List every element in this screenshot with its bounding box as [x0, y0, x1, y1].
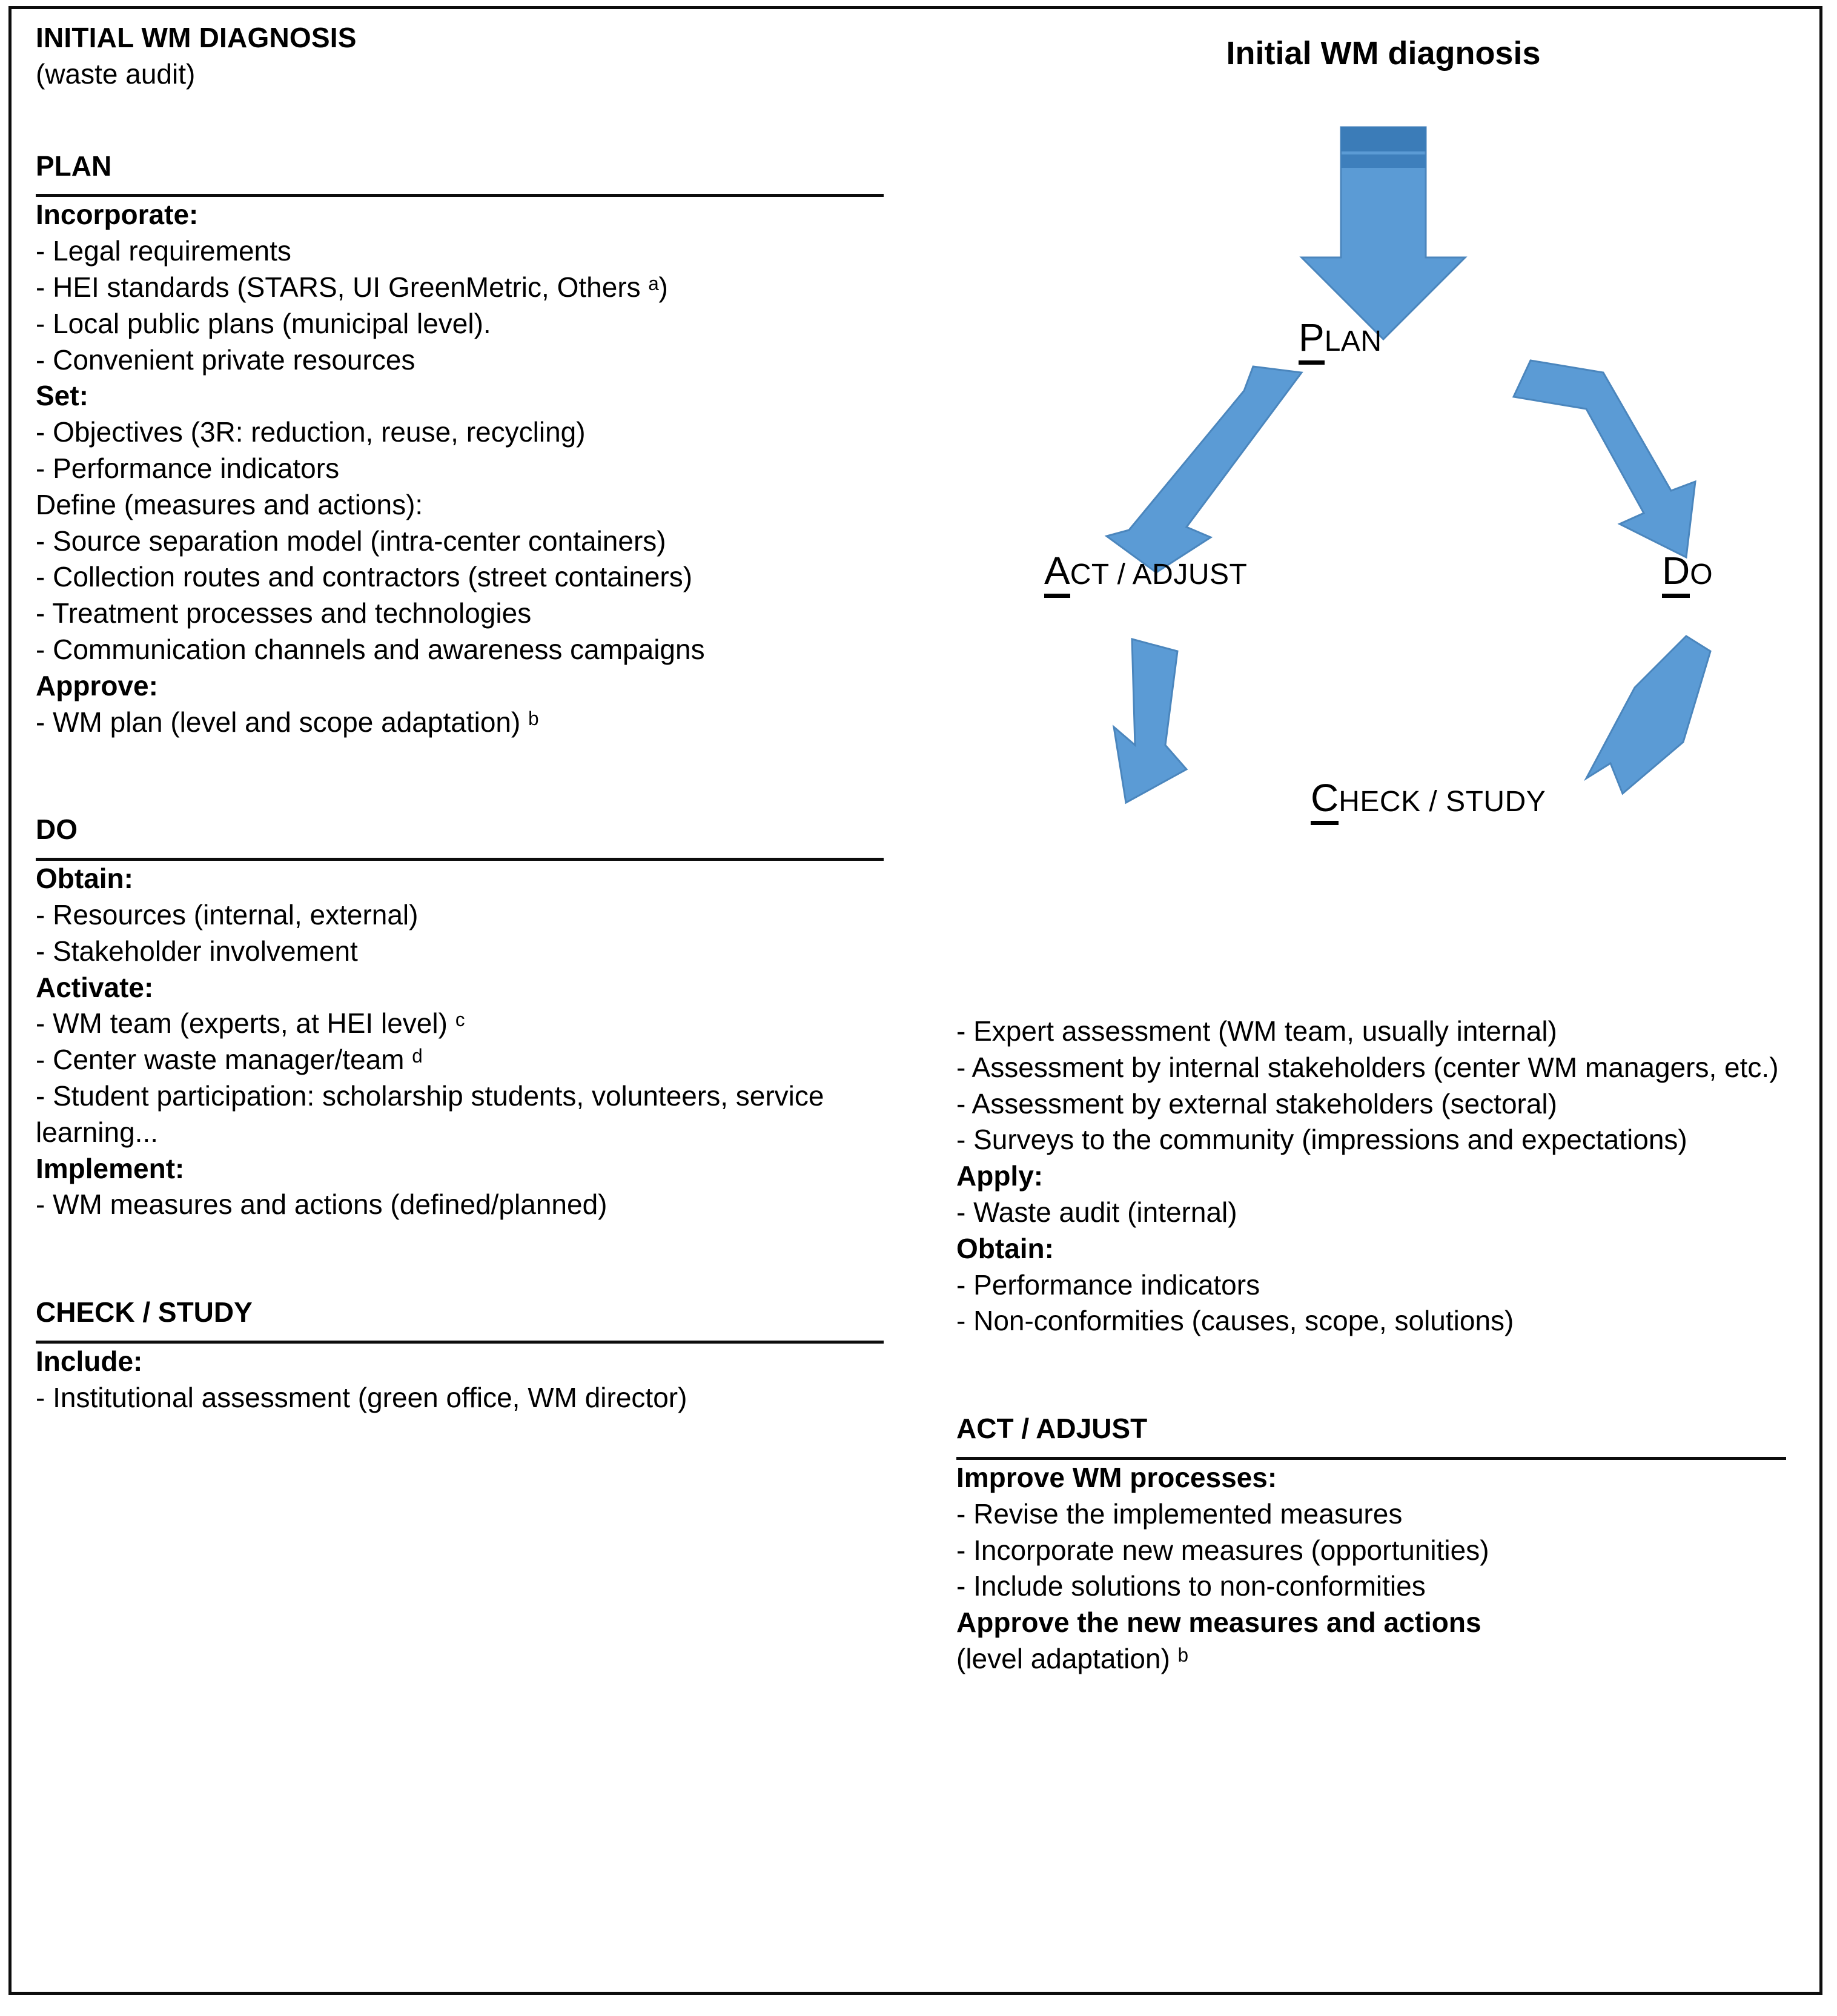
down-arrow-icon [1299, 126, 1468, 341]
group-label-define: Define (measures and actions): [36, 487, 884, 523]
list-item: - Expert assessment (WM team, usually in… [956, 1015, 1557, 1047]
group-label-activate: Activate: [36, 971, 154, 1003]
arrow-plan-to-do [1512, 359, 1696, 559]
cycle-node-plan: PLAN [1299, 315, 1382, 365]
list-item: - Assessment by internal stakeholders (c… [956, 1051, 1779, 1083]
cycle-node-act-cap: A [1044, 549, 1070, 598]
list-item: - Legal requirements [36, 235, 291, 267]
cycle-arrows [1104, 126, 1712, 804]
section-header-do: DO [36, 812, 884, 861]
list-item: - Collection routes and contractors (str… [36, 561, 693, 593]
list-item: - Communication channels and awareness c… [36, 633, 705, 665]
group-label-improve-wm: Improve WM processes: [956, 1461, 1277, 1493]
arrow-act-to-plan [1104, 365, 1303, 574]
cycle-title: Initial WM diagnosis [1226, 35, 1541, 71]
list-item: - Convenient private resources [36, 343, 415, 376]
left-column: INITIAL WM DIAGNOSIS (waste audit) PLAN … [12, 9, 920, 1992]
cycle-node-plan-rest: LAN [1324, 325, 1382, 357]
list-item: - Treatment processes and technologies [36, 597, 532, 629]
arrow-check-to-act [1112, 638, 1188, 804]
page-subtitle: (waste audit) [36, 58, 196, 90]
cycle-node-check-cap: C [1311, 776, 1339, 825]
group-label-define-bold: Define [36, 488, 116, 520]
list-item: - Source separation model (intra-center … [36, 525, 666, 557]
arrow-do-to-check [1584, 635, 1712, 795]
list-item: - Performance indicators [36, 452, 340, 484]
list-item: - Non-conformities (causes, scope, solut… [956, 1305, 1514, 1337]
section-header-check-study: CHECK / STUDY [36, 1295, 884, 1344]
group-label-approve: Approve: [36, 669, 158, 701]
list-item: - Include solutions to non-conformities [956, 1570, 1426, 1602]
list-item: - Resources (internal, external) [36, 898, 419, 930]
list-item: - Objectives (3R: reduction, reuse, recy… [36, 416, 586, 448]
list-item: - HEI standards (STARS, UI GreenMetric, … [36, 271, 668, 303]
group-label-define-suffix: (measures and actions): [116, 488, 423, 520]
list-item: - Institutional assessment (green office… [36, 1381, 687, 1413]
list-item: - WM measures and actions (defined/plann… [36, 1189, 607, 1221]
cycle-node-check-study: CHECK / STUDY [1311, 775, 1546, 825]
section-header-plan: PLAN [36, 148, 884, 197]
list-item: - WM plan (level and scope adaptation) ᵇ [36, 706, 539, 738]
figure-frame: INITIAL WM DIAGNOSIS (waste audit) PLAN … [8, 6, 1822, 1995]
group-label-obtain: Obtain: [36, 863, 133, 895]
list-item: - Incorporate new measures (opportunitie… [956, 1534, 1489, 1566]
group-label-apply: Apply: [956, 1160, 1044, 1192]
list-item: - Local public plans (municipal level). [36, 307, 491, 339]
list-item: - Revise the implemented measures [956, 1497, 1403, 1530]
pdca-cycle-diagram: Initial WM diagnosis [944, 9, 1822, 954]
group-label-implement: Implement: [36, 1152, 185, 1184]
cycle-node-do-cap: D [1662, 549, 1690, 598]
group-label-obtain-right: Obtain: [956, 1232, 1054, 1264]
approve-new-measures-label: Approve the new measures and actions [956, 1606, 1481, 1639]
list-item: - Stakeholder involvement [36, 935, 358, 967]
right-column: - Expert assessment (WM team, usually in… [944, 1003, 1822, 1677]
cycle-node-act-rest: CT / ADJUST [1070, 559, 1248, 591]
cycle-node-do: DO [1662, 548, 1713, 598]
list-item: - Performance indicators [956, 1268, 1260, 1301]
cycle-node-check-rest: HECK / STUDY [1339, 786, 1546, 818]
list-item: - Surveys to the community (impressions … [956, 1124, 1687, 1156]
list-item: - Waste audit (internal) [956, 1196, 1237, 1228]
cycle-node-act-adjust: ACT / ADJUST [1044, 548, 1248, 598]
list-item: - WM team (experts, at HEI level) ᶜ [36, 1007, 465, 1040]
approve-new-measures-detail: (level adaptation) ᵇ [956, 1642, 1189, 1674]
section-header-act-adjust: ACT / ADJUST [956, 1411, 1786, 1460]
list-item: - Center waste manager/team ᵈ [36, 1044, 423, 1076]
group-label-set: Set: [36, 380, 88, 412]
cycle-node-do-rest: O [1690, 559, 1713, 591]
group-label-include: Include: [36, 1345, 143, 1377]
cycle-node-plan-cap: P [1299, 316, 1325, 365]
list-item: - Student participation: scholarship stu… [36, 1079, 824, 1148]
page-title: INITIAL WM DIAGNOSIS [36, 22, 357, 53]
group-label-incorporate: Incorporate: [36, 199, 199, 231]
list-item: - Assessment by external stakeholders (s… [956, 1087, 1557, 1119]
